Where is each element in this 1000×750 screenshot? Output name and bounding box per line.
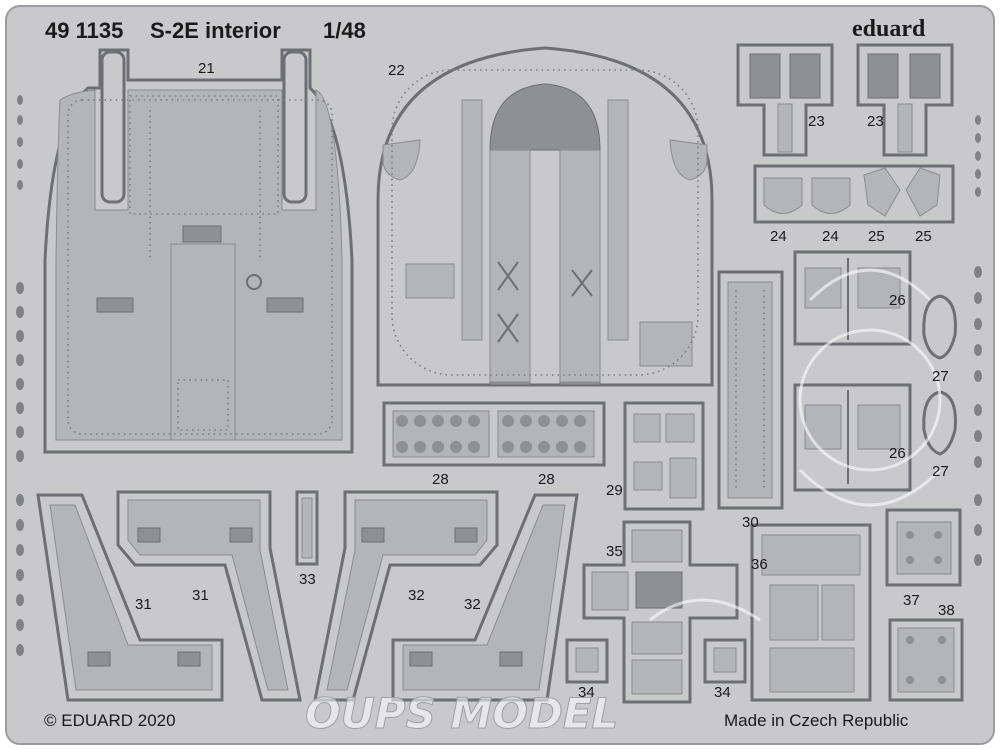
part-number-label: 32 xyxy=(464,596,481,613)
part-number-label: 32 xyxy=(408,587,425,604)
part-26-lower xyxy=(793,383,912,492)
watermark-text: OUPS MODEL xyxy=(305,689,618,738)
brand-logo: eduard xyxy=(852,16,926,42)
product-scale: 1/48 xyxy=(323,18,366,43)
origin-text: Made in Czech Republic xyxy=(724,711,909,730)
part-28 xyxy=(382,401,606,467)
part-number-label: 28 xyxy=(538,471,555,488)
part-32-left xyxy=(313,490,499,702)
part-number-label: 30 xyxy=(742,514,759,531)
attachment-tabs-left xyxy=(16,95,24,656)
attachment-tabs-right xyxy=(974,115,982,566)
part-number-label: 31 xyxy=(135,596,152,613)
part-32-right xyxy=(391,493,579,702)
part-numbers: 21 22 23 23 24 24 25 25 26 26 27 27 28 2… xyxy=(135,60,955,701)
parts-24-25 xyxy=(753,164,955,224)
part-number-label: 29 xyxy=(606,482,623,499)
part-23-right xyxy=(856,43,954,157)
part-number-label: 23 xyxy=(867,113,884,130)
part-number-label: 23 xyxy=(808,113,825,130)
part-22 xyxy=(376,46,714,387)
part-23-left xyxy=(736,43,834,157)
copyright-text: © EDUARD 2020 xyxy=(44,711,176,730)
part-number-label: 25 xyxy=(915,228,932,245)
part-number-label: 37 xyxy=(903,592,920,609)
part-number-label: 35 xyxy=(606,543,623,560)
part-number-label: 33 xyxy=(299,571,316,588)
part-number-label: 26 xyxy=(889,445,906,462)
part-number-label: 27 xyxy=(932,463,949,480)
part-number-label: 25 xyxy=(868,228,885,245)
product-title: S-2E interior xyxy=(150,18,281,43)
part-number-label: 31 xyxy=(192,587,209,604)
part-29 xyxy=(623,401,705,511)
part-38 xyxy=(888,618,964,702)
part-37 xyxy=(885,508,962,587)
part-number-label: 24 xyxy=(822,228,839,245)
part-27 xyxy=(922,294,957,456)
part-36 xyxy=(750,523,872,702)
part-34-right xyxy=(703,638,747,684)
part-number-label: 27 xyxy=(932,368,949,385)
part-number-label: 22 xyxy=(388,62,405,79)
part-31-right xyxy=(116,490,302,702)
part-21 xyxy=(43,48,354,454)
product-code: 49 1135 xyxy=(45,18,123,43)
part-33 xyxy=(295,490,319,566)
part-number-label: 34 xyxy=(714,684,731,701)
part-number-label: 36 xyxy=(751,556,768,573)
watermark-logo xyxy=(649,268,942,622)
part-30 xyxy=(717,270,784,510)
part-number-label: 34 xyxy=(578,684,595,701)
part-31-left xyxy=(36,493,224,702)
part-number-label: 38 xyxy=(938,602,955,619)
part-number-label: 21 xyxy=(198,60,215,77)
part-number-label: 24 xyxy=(770,228,787,245)
part-34-left xyxy=(565,638,609,684)
part-number-label: 28 xyxy=(432,471,449,488)
part-number-label: 26 xyxy=(889,292,906,309)
